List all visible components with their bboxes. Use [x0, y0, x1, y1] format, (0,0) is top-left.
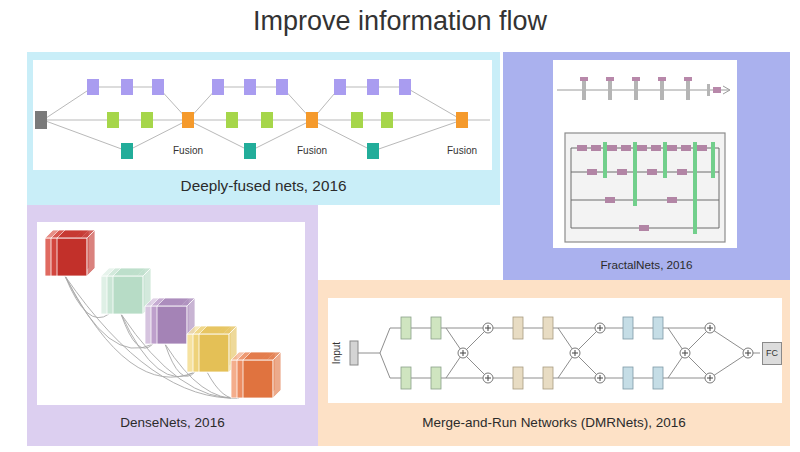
fusion-label: Fusion — [173, 146, 203, 156]
dense-blocks — [45, 230, 281, 398]
panel: Deeply-fused nets, 2016 Fusion Fusion Fusio… — [27, 52, 500, 205]
input-label: Input — [332, 342, 342, 364]
panel: DenseNets, 2016 — [27, 205, 318, 446]
fc-box: FC — [762, 342, 782, 365]
densenet-illustration — [37, 222, 305, 405]
panel: FractalNets, 2016 — [503, 52, 790, 280]
fusion-label: Fusion — [447, 146, 477, 156]
title: Improve information flow — [0, 6, 800, 37]
deeply-fused-illustration — [33, 60, 492, 170]
panel: Merge-and-Run Networks (DMRNets), 2016 FC… — [318, 280, 790, 446]
fractalnet-illustration — [553, 60, 737, 248]
panel-caption: Merge-and-Run Networks (DMRNets), 2016 — [318, 415, 790, 430]
panel-caption: DenseNets, 2016 — [27, 415, 318, 430]
dense-connections — [65, 276, 239, 398]
fc-text: FC — [766, 348, 778, 358]
dmrnet-illustration — [328, 298, 782, 403]
panel-caption: FractalNets, 2016 — [503, 258, 790, 271]
panel-caption: Deeply-fused nets, 2016 — [27, 177, 500, 195]
fusion-label: Fusion — [297, 146, 327, 156]
